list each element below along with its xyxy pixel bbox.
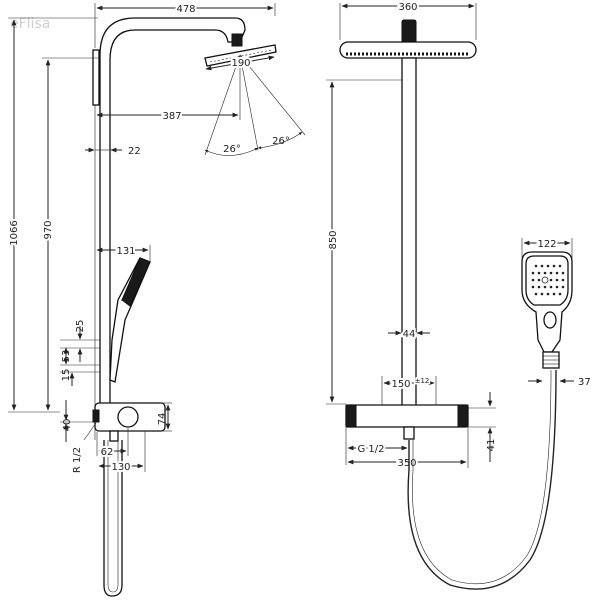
thermostat-front: [345, 404, 469, 428]
dim-122: 122: [521, 237, 573, 258]
dim-22: 22: [85, 146, 141, 157]
head-connector: [401, 19, 417, 45]
side-view: 478 190 387 26° 26° 22 1066: [7, 2, 306, 597]
dim-22-label: 22: [128, 146, 141, 157]
dim-130: 130: [98, 431, 146, 475]
riser-pipe: [99, 17, 246, 431]
dim-40-label: 40: [62, 419, 73, 432]
spray-angle-lines: [204, 54, 306, 156]
front-riser-pipe: [401, 57, 417, 407]
wall-bracket: [92, 49, 100, 106]
dim-150: 150 ±12: [381, 376, 437, 405]
dim-inlet-label: G 1/2: [357, 444, 384, 455]
hose-side: [103, 440, 123, 597]
dim-150-label: 150: [391, 379, 410, 390]
angle-right-label: 26°: [272, 136, 290, 147]
dim-74-label: 74: [157, 413, 168, 426]
angle-left-label: 26°: [223, 144, 241, 155]
shower-hose: [407, 369, 557, 590]
dim-478: 478: [94, 2, 276, 48]
dim-62-label: 62: [101, 447, 114, 458]
dim-478-label: 478: [176, 4, 195, 15]
dim-44: 44: [388, 327, 430, 342]
dim-150-tolerance: ±12: [415, 377, 430, 385]
dim-53-label: 53: [61, 350, 72, 363]
hand-shower-side: [109, 257, 151, 383]
spray-button: [543, 311, 557, 329]
dim-44-label: 44: [403, 329, 416, 340]
spray-nozzles: [531, 264, 565, 296]
dim-37: 37: [528, 377, 591, 388]
dim-25-label: 25: [75, 320, 86, 333]
overhead-shower-front: [339, 41, 477, 59]
dim-15-label: 15: [61, 369, 72, 382]
dim-1066-label: 1066: [9, 220, 20, 245]
dim-41: 41: [468, 392, 497, 462]
dim-350-label: 350: [397, 458, 416, 469]
dim-1066: 1066: [7, 17, 98, 413]
dim-850: 850: [326, 79, 402, 405]
dim-970: 970: [41, 57, 100, 411]
hand-shower-front: 122 37: [521, 237, 591, 388]
dim-131: 131: [96, 244, 151, 262]
dim-62: 62: [96, 428, 129, 460]
dim-190-label: 190: [231, 58, 250, 69]
dim-stack-small: 25 53 15: [60, 320, 100, 386]
front-view: 360 850 44 150 ±12 41: [326, 0, 557, 590]
dim-387-label: 387: [162, 111, 181, 122]
thermostat-side: [92, 402, 166, 442]
dim-970-label: 970: [43, 220, 54, 239]
thread-label: R 1/2: [72, 447, 83, 473]
dim-74: 74: [157, 402, 172, 432]
dim-131-label: 131: [116, 246, 135, 257]
dim-37-label: 37: [578, 377, 591, 388]
dim-190: 190: [205, 55, 275, 71]
dim-360-label: 360: [398, 2, 417, 13]
dim-41-label: 41: [486, 439, 497, 452]
dim-360: 360: [339, 0, 477, 40]
dim-387: 387: [96, 109, 239, 124]
dim-850-label: 850: [328, 230, 339, 249]
dim-130-label: 130: [111, 462, 130, 473]
watermark-text: eFlisa: [10, 16, 50, 32]
dim-40: 40: [60, 400, 95, 442]
dim-122-label: 122: [537, 239, 556, 250]
